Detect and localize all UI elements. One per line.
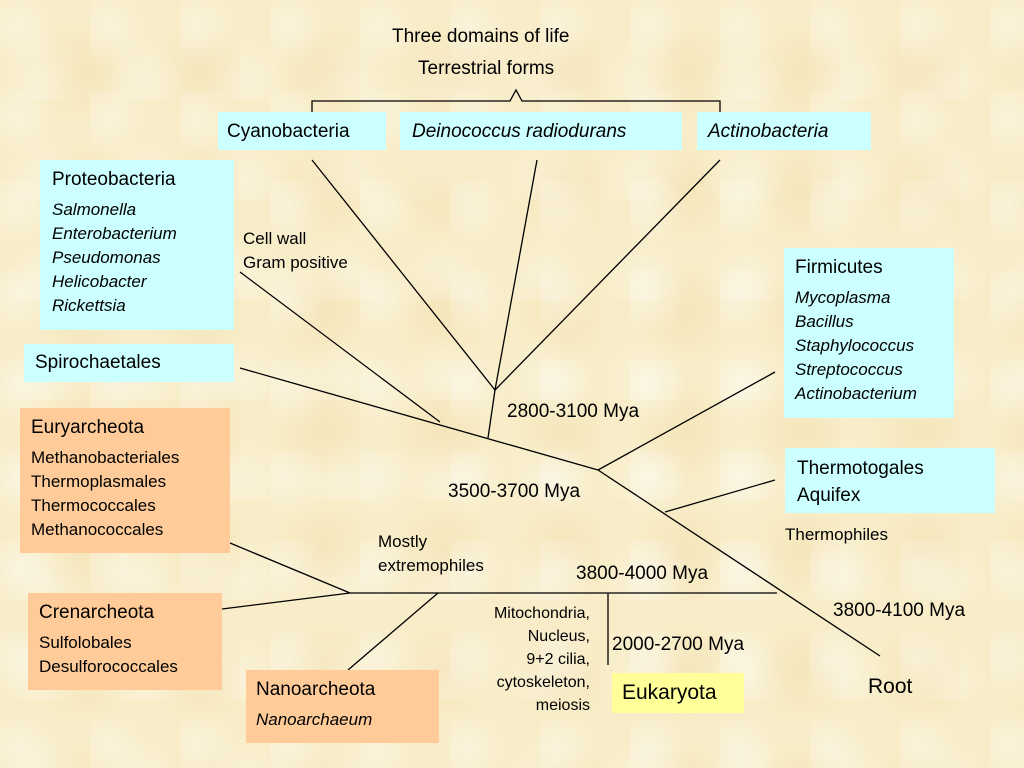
branch-crenarcheota bbox=[221, 592, 351, 610]
branch-cyanobacteria bbox=[311, 159, 496, 391]
euryarcheota-list: Methanobacteriales Thermoplasmales Therm… bbox=[31, 446, 230, 542]
branch-deinococcus bbox=[494, 159, 538, 391]
firmicutes-list: Mycoplasma Bacillus Staphylococcus Strep… bbox=[795, 286, 954, 406]
branch-actinobacteria bbox=[494, 159, 721, 391]
cyanobacteria-box: Cyanobacteria bbox=[218, 112, 386, 150]
branch-thermotogales bbox=[664, 479, 776, 513]
list-item: Thermococcales bbox=[31, 496, 156, 515]
branch-firmicutes bbox=[597, 371, 776, 471]
mya-3800-4100-label: 3800-4100 Mya bbox=[833, 600, 966, 621]
list-item: Actinobacterium bbox=[795, 384, 917, 403]
aquifex-label: Aquifex bbox=[797, 485, 861, 506]
list-item: Helicobacter bbox=[52, 272, 147, 291]
eukaryote-features: Mitochondria, Nucleus, 9+2 cilia, cytosk… bbox=[440, 602, 590, 717]
deinococcus-label: Deinococcus radiodurans bbox=[412, 121, 627, 142]
spirochaetales-box: Spirochaetales bbox=[24, 344, 234, 382]
crenarcheota-box: Crenarcheota Sulfolobales Desulforococca… bbox=[28, 593, 222, 690]
branch-nanoarcheota bbox=[347, 592, 439, 671]
thermotogales-box: Thermotogales Aquifex bbox=[785, 448, 995, 513]
diagram-title-line2: Terrestrial forms bbox=[418, 58, 555, 79]
proteobacteria-title: Proteobacteria bbox=[52, 169, 176, 190]
cyanobacteria-label: Cyanobacteria bbox=[227, 121, 350, 142]
firmicutes-box: Firmicutes Mycoplasma Bacillus Staphyloc… bbox=[784, 248, 954, 418]
proteobacteria-box: Proteobacteria Salmonella Enterobacteriu… bbox=[40, 160, 234, 330]
list-item: Methanobacteriales bbox=[31, 448, 180, 467]
spirochaetales-label: Spirochaetales bbox=[35, 352, 161, 373]
actinobacteria-label: Actinobacteria bbox=[708, 121, 829, 142]
mostly-label: Mostly bbox=[378, 532, 428, 551]
thermophiles-label: Thermophiles bbox=[785, 525, 888, 544]
trunk-upper bbox=[239, 367, 599, 471]
crenarcheota-list: Sulfolobales Desulforococcales bbox=[39, 631, 222, 679]
euryarcheota-box: Euryarcheota Methanobacteriales Thermopl… bbox=[20, 408, 230, 553]
feature-item: Mitochondria, bbox=[493, 605, 590, 622]
deinococcus-box: Deinococcus radiodurans bbox=[400, 112, 682, 150]
firmicutes-title: Firmicutes bbox=[795, 257, 883, 278]
root-label: Root bbox=[868, 675, 913, 698]
list-item: Streptococcus bbox=[795, 360, 903, 379]
branch-euryarcheota bbox=[229, 542, 351, 594]
diagram-title-line1: Three domains of life bbox=[392, 26, 570, 47]
nanoarcheota-title: Nanoarcheota bbox=[256, 679, 376, 700]
thermotogales-label: Thermotogales bbox=[797, 458, 924, 479]
feature-item: Nucleus, bbox=[527, 628, 590, 645]
trunk-main bbox=[597, 469, 881, 657]
feature-item: 9+2 cilia, bbox=[526, 651, 590, 668]
branch-gram-positive-stem bbox=[487, 389, 496, 439]
feature-item: meiosis bbox=[535, 697, 590, 714]
cell-wall-label: Cell wall bbox=[243, 229, 307, 248]
list-item: Bacillus bbox=[795, 312, 854, 331]
list-item: Rickettsia bbox=[52, 296, 126, 315]
title-bracket bbox=[311, 88, 721, 112]
actinobacteria-box: Actinobacteria bbox=[697, 112, 871, 150]
list-item: Desulforococcales bbox=[39, 657, 178, 676]
mya-3500-label: 3500-3700 Mya bbox=[448, 481, 581, 502]
list-item: Methanococcales bbox=[31, 520, 164, 539]
list-item: Thermoplasmales bbox=[31, 472, 167, 491]
extremophiles-label: extremophiles bbox=[378, 556, 484, 575]
list-item: Pseudomonas bbox=[52, 248, 161, 267]
eukaryota-label: Eukaryota bbox=[622, 681, 717, 704]
list-item: Enterobacterium bbox=[52, 224, 177, 243]
list-item: Staphylococcus bbox=[795, 336, 915, 355]
list-item: Sulfolobales bbox=[39, 633, 132, 652]
euryarcheota-title: Euryarcheota bbox=[31, 417, 145, 438]
crenarcheota-title: Crenarcheota bbox=[39, 602, 155, 623]
proteobacteria-list: Salmonella Enterobacterium Pseudomonas H… bbox=[52, 198, 234, 318]
mya-2800-label: 2800-3100 Mya bbox=[507, 401, 640, 422]
list-item: Mycoplasma bbox=[795, 288, 891, 307]
list-item: Salmonella bbox=[52, 200, 137, 219]
branch-proteobacteria bbox=[239, 271, 441, 423]
nanoarcheota-list: Nanoarchaeum bbox=[256, 708, 439, 732]
gram-positive-label: Gram positive bbox=[243, 253, 348, 272]
eukaryota-box: Eukaryota bbox=[612, 673, 744, 713]
list-item: Nanoarchaeum bbox=[256, 710, 373, 729]
mya-3800-4000-label: 3800-4000 Mya bbox=[576, 563, 709, 584]
feature-item: cytoskeleton, bbox=[496, 674, 590, 691]
nanoarcheota-box: Nanoarcheota Nanoarchaeum bbox=[246, 670, 439, 743]
mya-2000-label: 2000-2700 Mya bbox=[612, 634, 745, 655]
